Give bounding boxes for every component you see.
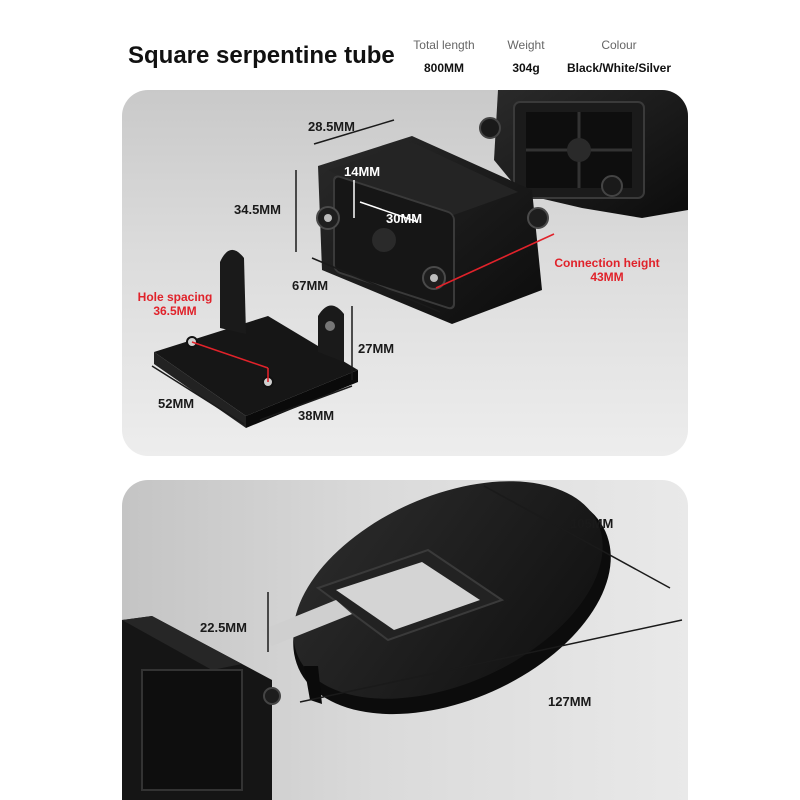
dim-hole-spacing-label: Hole spacing [137, 290, 213, 304]
dim-hole-spacing: Hole spacing 36.5MM [130, 290, 220, 318]
tube-end-image [122, 616, 281, 800]
spec-value: 800MM [423, 61, 464, 75]
dim-inner-width: 14MM [344, 164, 381, 179]
tube-segment-image [479, 90, 688, 218]
base-plate-image [262, 481, 611, 715]
spec-value: 304g [512, 61, 540, 75]
spec-label: Colour [601, 38, 637, 52]
product-title: Square serpentine tube [128, 42, 395, 69]
red-annotation-lines [191, 233, 555, 382]
connector-panel: 28.5MM 14MM 30MM 34.5MM 67MM Connection … [122, 90, 688, 456]
dim-bracket-height: 27MM [358, 341, 395, 356]
spec-colour: Colour Black/White/Silver [560, 38, 678, 75]
dim-bracket-width: 38MM [298, 408, 335, 423]
dim-length: 67MM [292, 278, 329, 293]
dim-connection-height-value: 43MM [590, 270, 624, 284]
base-dimension-lines [267, 485, 683, 703]
spec-label: Weight [507, 38, 545, 52]
spec-value: Black/White/Silver [566, 61, 672, 75]
dim-height: 34.5MM [234, 202, 281, 217]
dimension-lines [151, 119, 441, 425]
dim-bracket-length: 52MM [158, 396, 195, 411]
inner-dimension-lines [353, 180, 419, 223]
dim-plate-length: 127MM [548, 694, 592, 709]
dim-connection-height-label: Connection height [554, 256, 660, 270]
dim-hole-spacing-value: 36.5MM [153, 304, 197, 318]
spec-weight: Weight 304g [498, 38, 554, 75]
dim-width: 28.5MM [308, 119, 355, 134]
spec-total-length: Total length 800MM [404, 38, 484, 75]
dim-plate-width: 105MM [570, 516, 614, 531]
spec-label: Total length [413, 38, 475, 52]
bracket-image [154, 249, 358, 428]
base-plate-illustration [122, 481, 683, 800]
base-plate-panel: 105MM 22.5MM 127MM [122, 480, 688, 800]
dim-inner-length: 30MM [386, 211, 423, 226]
dim-plate-thickness: 22.5MM [200, 620, 247, 635]
dim-connection-height: Connection height 43MM [538, 256, 676, 284]
connector-block-image [316, 136, 549, 324]
connector-illustration [151, 90, 688, 428]
